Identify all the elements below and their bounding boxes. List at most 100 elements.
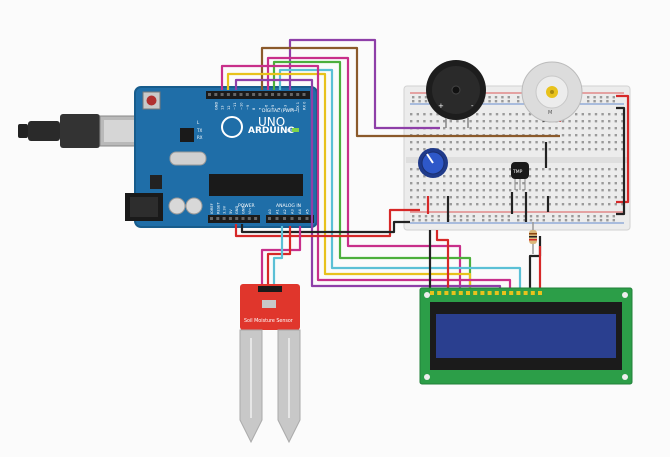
breadboard-hole [621, 203, 624, 206]
breadboard-hole [535, 196, 538, 199]
tx-led-label: TX [196, 128, 202, 133]
breadboard-hole [588, 120, 591, 123]
breadboard-hole [449, 175, 452, 178]
wires [220, 38, 630, 292]
lcd-pin [444, 291, 449, 295]
dc-motor: M [521, 61, 583, 123]
pin-label: RX 0 [303, 101, 307, 110]
breadboard-hole [594, 175, 598, 178]
breadboard-hole [429, 113, 433, 116]
breadboard-hole [522, 113, 525, 116]
breadboard-hole [522, 182, 525, 185]
pin-label: A2 [283, 209, 287, 214]
breadboard-hole [462, 168, 466, 171]
breadboard-hole [555, 203, 558, 206]
breadboard-hole [462, 148, 466, 151]
breadboard-hole [555, 141, 558, 144]
breadboard-hole [612, 100, 615, 103]
breadboard-hole [555, 148, 558, 151]
breadboard-hole [476, 141, 479, 144]
digital-header-pin [233, 93, 237, 96]
arduino-model-label: UNO [258, 115, 285, 129]
lcd-pin [473, 291, 478, 295]
wire-black-gnd [240, 220, 410, 234]
breadboard-hole [568, 168, 571, 171]
breadboard-hole [555, 189, 558, 192]
breadboard-hole [522, 127, 525, 130]
breadboard-hole [494, 100, 498, 103]
digital-header-pin [245, 93, 249, 96]
breadboard-hole [601, 113, 604, 116]
lcd-pin [430, 291, 434, 295]
breadboard-hole [561, 203, 565, 206]
wire-backlight [528, 236, 542, 292]
breadboard-hole [507, 215, 510, 218]
breadboard-hole [587, 100, 590, 103]
breadboard-hole [476, 175, 479, 178]
breadboard-hole [594, 203, 598, 206]
breadboard-hole [515, 203, 518, 206]
breadboard-hole [459, 215, 463, 218]
lcd-screen [436, 314, 616, 358]
lcd-pin [451, 291, 456, 295]
breadboard-hole [587, 96, 590, 99]
breadboard-hole [577, 215, 580, 218]
breadboard-hole [614, 182, 617, 185]
breadboard-hole [528, 182, 532, 185]
breadboard-hole [542, 175, 545, 178]
breadboard-hole [482, 196, 485, 199]
breadboard-hole [594, 182, 598, 185]
breadboard-hole [568, 189, 571, 192]
breadboard-hole [476, 168, 479, 171]
breadboard-hole [509, 196, 512, 199]
breadboard-hole [462, 203, 466, 206]
breadboard-hole [449, 127, 452, 130]
breadboard-hole [515, 141, 518, 144]
breadboard-hole [449, 141, 452, 144]
breadboard-hole [581, 141, 584, 144]
pin-label: 12 [227, 105, 231, 110]
breadboard-hole [456, 141, 459, 144]
breadboard-hole [469, 141, 472, 144]
wire-sensor-gnd [272, 226, 284, 286]
breadboard-hole [495, 113, 499, 116]
breadboard-hole [462, 196, 466, 199]
breadboard-hole [502, 196, 505, 199]
breadboard-hole [548, 175, 551, 178]
breadboard-hole [509, 148, 512, 151]
breadboard-hole [575, 113, 578, 116]
breadboard-hole [456, 203, 459, 206]
breadboard-hole [528, 113, 532, 116]
breadboard-hole [495, 203, 499, 206]
breadboard-hole [482, 141, 485, 144]
usb-cable [18, 114, 153, 148]
breadboard-hole [501, 219, 504, 222]
breadboard-hole [528, 175, 532, 178]
power-header-pin [216, 217, 220, 220]
breadboard-hole [416, 175, 419, 178]
breadboard-hole [561, 175, 565, 178]
wire-brown-1 [260, 46, 560, 138]
breadboard-hole [449, 196, 452, 199]
breadboard-hole [418, 219, 421, 222]
wire-purple-2 [234, 78, 502, 292]
breadboard-hole [476, 120, 479, 123]
l-led-label: L [197, 120, 200, 125]
breadboard-hole [501, 215, 504, 218]
breadboard-hole [502, 113, 505, 116]
breadboard-hole [568, 120, 571, 123]
breadboard-hole [449, 168, 452, 171]
breadboard-hole [456, 148, 459, 151]
breadboard-hole [494, 219, 498, 222]
pin-label: GND [242, 206, 246, 214]
breadboard-hole [410, 168, 413, 171]
breadboard-hole [424, 219, 428, 222]
power-header [208, 215, 260, 223]
digital-header-pin [289, 93, 293, 96]
breadboard-hole [495, 196, 499, 199]
breadboard-hole [568, 141, 571, 144]
breadboard-hole [469, 175, 472, 178]
breadboard-hole [561, 120, 565, 123]
breadboard-hole [449, 182, 452, 185]
breadboard-hole [535, 175, 538, 178]
